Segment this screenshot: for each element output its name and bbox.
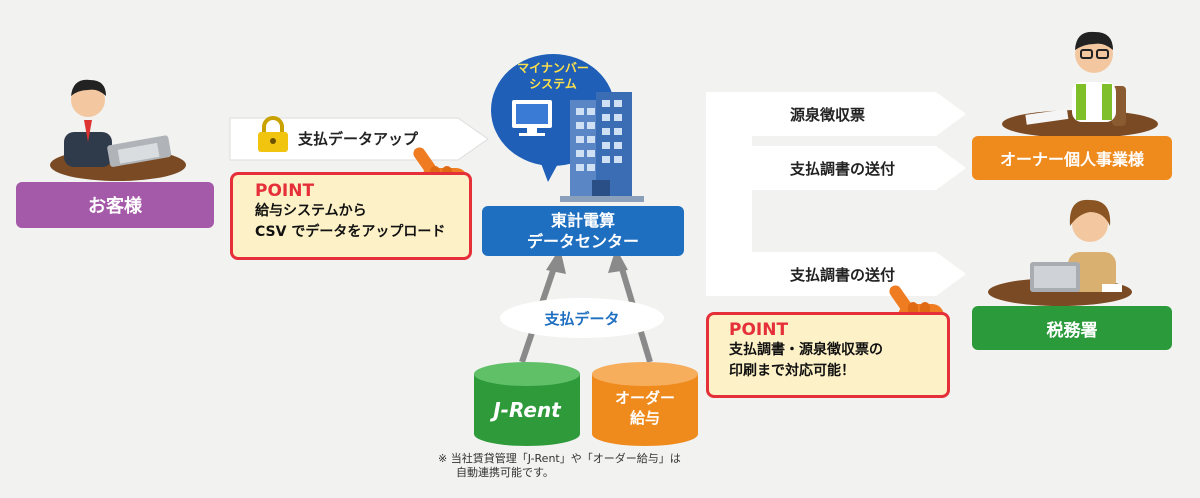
point-title: POINT (255, 181, 315, 201)
tax-officer-person-icon (988, 199, 1132, 306)
arrow-gap (752, 136, 936, 146)
payment-data-label: 支払データ (544, 310, 620, 328)
order-pay-label: オーダー 給与 (592, 388, 698, 428)
owner-person-icon (1002, 31, 1158, 138)
order-pay-line: 給与 (629, 409, 660, 427)
customer-person-icon (50, 79, 186, 181)
arrow-label-withholding: 源泉徴収票 (790, 106, 866, 124)
point-line: CSV でデータをアップロード (255, 224, 446, 240)
datacenter-box: 東計電算 データセンター (482, 206, 684, 256)
lock-icon (258, 116, 288, 152)
point-line: 給与システムから (255, 203, 367, 219)
right-flow-arrows (706, 92, 966, 296)
owner-box: オーナー個人事業様 (972, 136, 1172, 180)
customer-label: お客様 (88, 196, 142, 217)
upload-arrow-label: 支払データアップ (298, 130, 419, 148)
order-pay-line: オーダー (614, 389, 675, 407)
integration-note: ※ 当社賃貸管理「J-Rent」や「オーダー給与」は 自動連携可能です。 (438, 452, 681, 480)
tax-office-box: 税務署 (972, 306, 1172, 350)
payment-data-ellipse (500, 298, 664, 338)
order-pay-cylinder (592, 362, 698, 446)
jrent-cylinder (474, 362, 580, 446)
owner-label: オーナー個人事業様 (999, 150, 1144, 169)
note-line: 自動連携可能です。 (456, 466, 554, 479)
point-title: POINT (729, 320, 789, 340)
mynumber-line: システム (529, 77, 577, 91)
arrow-label-send-tax: 支払調書の送付 (790, 266, 896, 284)
building-icon (560, 92, 644, 202)
datacenter-line: データセンター (526, 232, 639, 251)
mynumber-line: マイナンバー (517, 61, 589, 75)
note-line: ※ 当社賃貸管理「J-Rent」や「オーダー給与」は (438, 452, 681, 465)
mynumber-label: マイナンバー システム (498, 60, 608, 92)
point-box-print: POINT 支払調書・源泉徴収票の 印刷まで対応可能！ (706, 312, 950, 398)
customer-box: お客様 (16, 182, 214, 228)
arrow-label-send-owner: 支払調書の送付 (790, 160, 896, 178)
jrent-label: J-Rent (493, 398, 561, 422)
point-line: 支払調書・源泉徴収票の (729, 342, 883, 358)
tax-office-label: 税務署 (1046, 320, 1098, 341)
point-box-upload: POINT 給与システムから CSV でデータをアップロード (230, 172, 472, 260)
point-line: 印刷まで対応可能！ (729, 363, 855, 379)
datacenter-line: 東計電算 (550, 211, 615, 230)
